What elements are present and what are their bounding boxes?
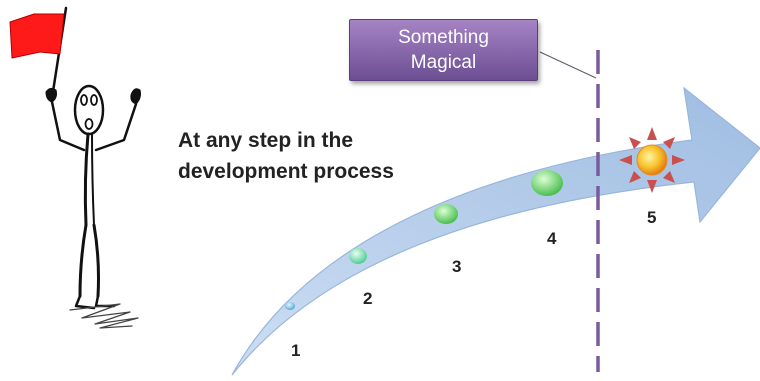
callout-line-1: Something xyxy=(398,27,489,48)
stick-figure-icon xyxy=(9,6,141,329)
step-3-dot xyxy=(434,204,458,224)
callout-connector xyxy=(539,51,597,79)
diagram-caption: At any step in the development process xyxy=(178,125,438,187)
step-label-1: 1 xyxy=(291,341,301,360)
caption-line-2: development process xyxy=(178,160,394,183)
step-label-3: 3 xyxy=(452,257,462,276)
step-1-dot xyxy=(285,302,295,310)
callout-line-2: Magical xyxy=(410,52,477,73)
red-flag-icon xyxy=(9,13,65,59)
something-magical-callout: Something Magical xyxy=(349,19,538,81)
step-4-dot xyxy=(531,170,563,196)
step-label-4: 4 xyxy=(547,229,557,248)
sun-icon xyxy=(619,127,685,193)
step-2-dot xyxy=(349,248,367,264)
caption-line-1: At any step in the xyxy=(178,129,354,152)
step-label-2: 2 xyxy=(363,289,373,308)
step-label-5: 5 xyxy=(647,208,657,227)
